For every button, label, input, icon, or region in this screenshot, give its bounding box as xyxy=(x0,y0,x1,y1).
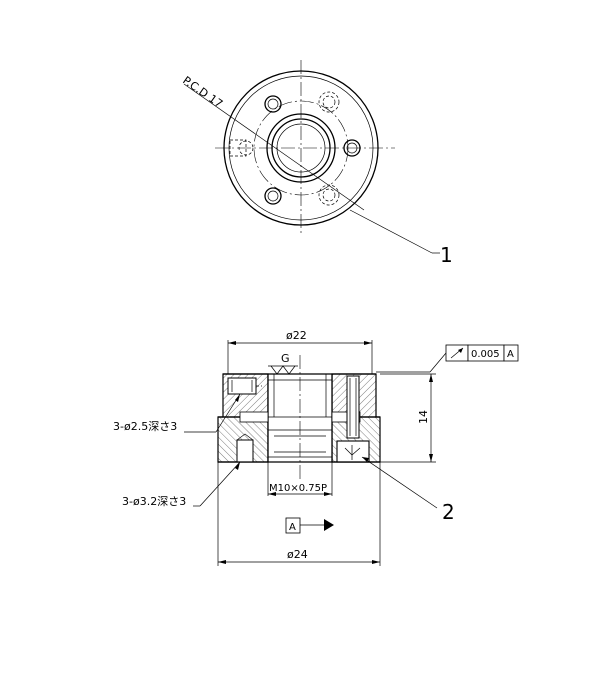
bore-inner-circle xyxy=(271,118,331,178)
bore-outer-circle xyxy=(266,113,336,183)
thread-label: M10×0.75P xyxy=(269,483,327,494)
section-view: G ø22 0.005 A 14 3-ø2.5深さ3 xyxy=(113,329,519,566)
hidden-holes xyxy=(229,91,340,206)
dia22-label: ø22 xyxy=(286,329,307,342)
lower-blind-hole xyxy=(236,439,254,463)
outer-flange-circle xyxy=(223,70,379,226)
top-view: P.C.D 17 1 xyxy=(180,60,453,267)
balloon2-leader xyxy=(361,456,438,509)
datum-triangle-icon xyxy=(324,519,334,531)
pcd-leader xyxy=(183,83,365,211)
balloon-1: 1 xyxy=(440,243,453,267)
hole25-label: 3-ø2.5深さ3 xyxy=(113,420,177,433)
outer-chamfer-circle xyxy=(228,75,374,221)
datum-a-label: A xyxy=(289,522,296,533)
balloon-2: 2 xyxy=(442,500,455,524)
hole-right xyxy=(343,139,361,157)
height14-label: 14 xyxy=(417,410,430,424)
hole32-leader xyxy=(199,461,241,507)
pcd-label: P.C.D 17 xyxy=(180,74,225,111)
pcd-circle xyxy=(253,100,349,196)
hole32-label: 3-ø3.2深さ3 xyxy=(122,495,186,508)
balloon1-leader xyxy=(349,209,433,254)
tolerance-value: 0.005 xyxy=(471,349,500,360)
right-pin xyxy=(346,375,360,439)
thread-circle xyxy=(276,123,326,173)
g-marker: G xyxy=(281,352,290,365)
tolerance-datum: A xyxy=(507,349,514,360)
finish-symbol xyxy=(270,365,296,375)
datum-a-box xyxy=(285,517,301,534)
dia24-label: ø24 xyxy=(287,548,308,561)
hole-bottom xyxy=(264,187,282,205)
through-holes xyxy=(264,95,361,205)
hole-top xyxy=(264,95,282,113)
